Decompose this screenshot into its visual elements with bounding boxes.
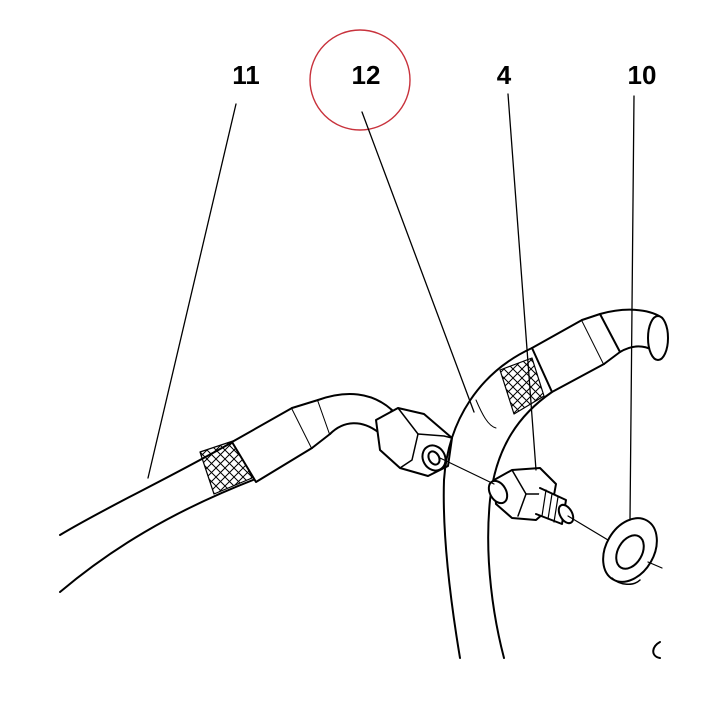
adapter-fitting [487, 467, 575, 525]
partial-part [652, 641, 661, 659]
callout-12: 12 [352, 60, 381, 90]
hose-left [59, 393, 453, 593]
sealing-washer [602, 517, 658, 585]
hose-right-braid [499, 357, 545, 415]
callout-11: 11 [232, 60, 260, 90]
leader-4 [507, 93, 537, 471]
callout-4: 4 [497, 60, 512, 90]
hose-right [442, 308, 669, 659]
highlight-circle [309, 29, 411, 131]
callout-10: 10 [628, 60, 657, 90]
assembly-axis [439, 457, 663, 569]
leader-11 [147, 103, 237, 479]
leader-10 [629, 95, 635, 521]
leader-12 [361, 111, 475, 413]
